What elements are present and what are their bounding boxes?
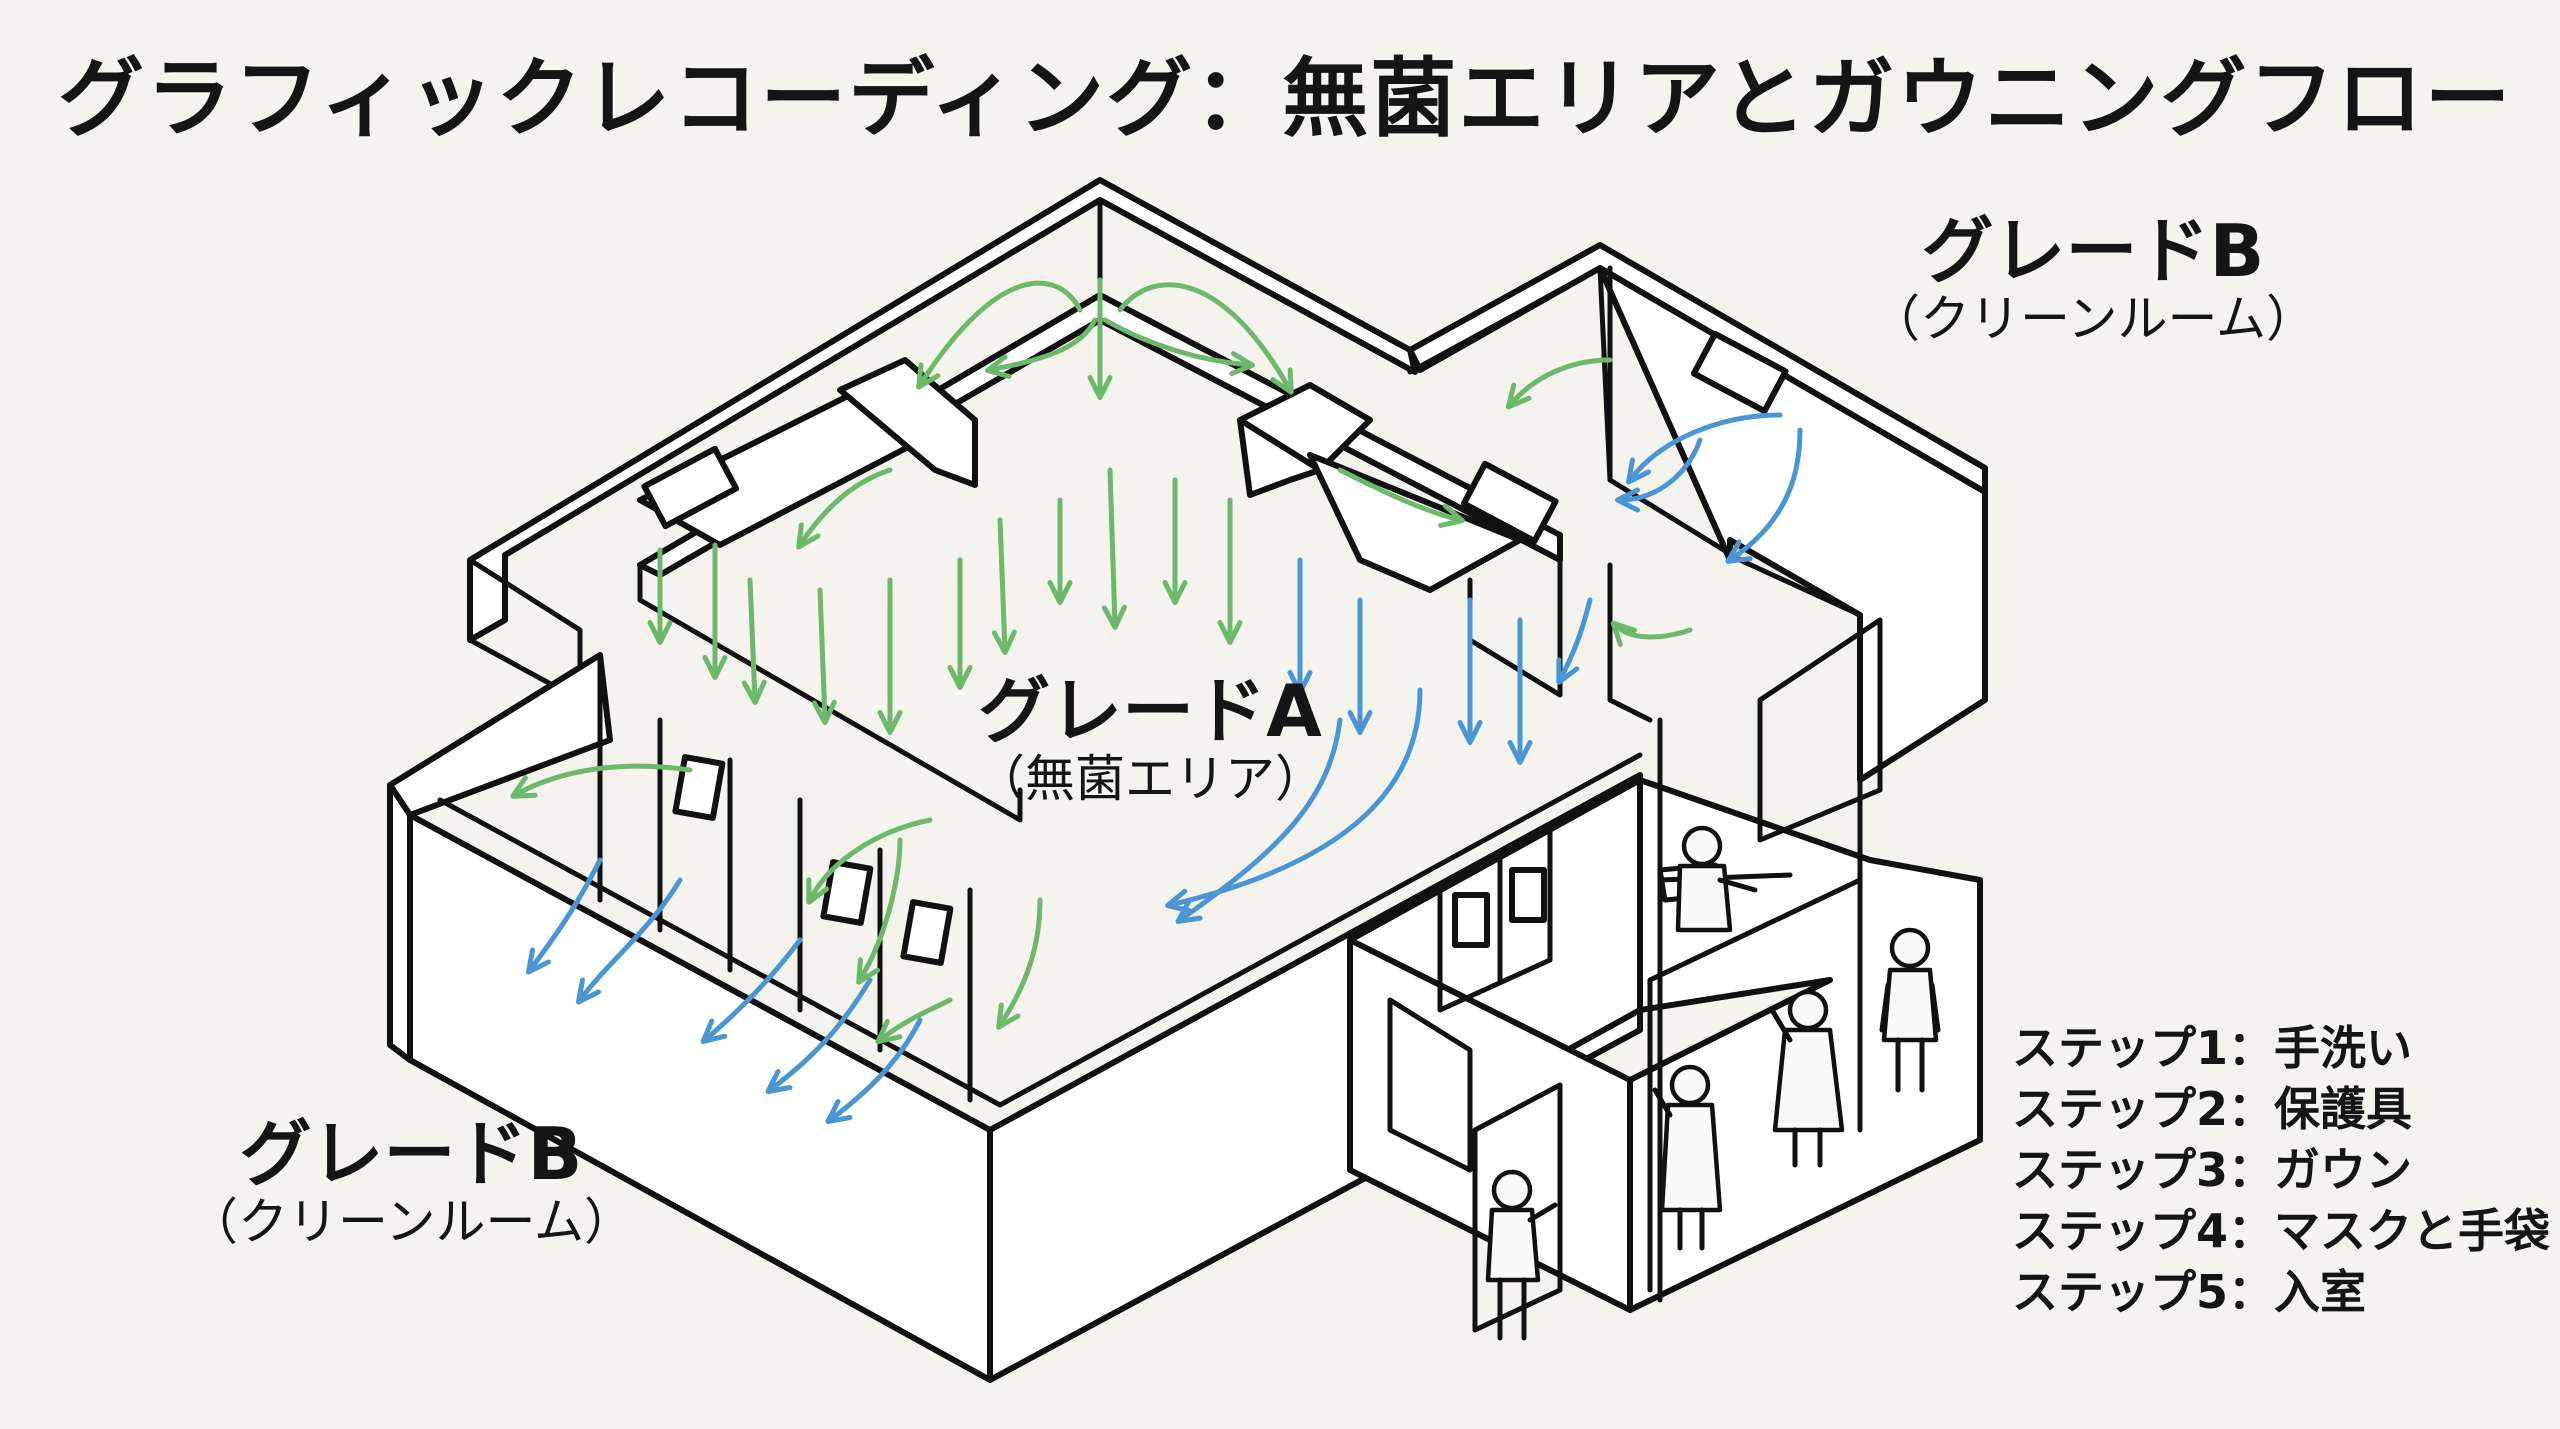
airflow-arrow-green <box>991 517 1017 655</box>
airflow-green-arrows <box>510 277 1693 1045</box>
grade-a-subtitle: （無菌エリア） <box>975 750 1325 809</box>
airflow-arrow-blue <box>526 857 603 975</box>
airflow-arrow-blue <box>825 1017 923 1125</box>
airflow-arrow-blue <box>1175 717 1343 924</box>
airflow-arrow-green <box>996 897 1043 1030</box>
grade-b-right-label: グレードB （クリーンルーム） <box>1870 209 2316 349</box>
airflow-arrow-green <box>806 817 933 905</box>
gowning-steps-list: ステップ1：手洗い ステップ2：保護具 ステップ3：ガウン ステップ4：マスクと… <box>2012 1018 2550 1323</box>
airflow-arrow-blue <box>700 937 803 1045</box>
person-gown <box>1769 989 1845 1168</box>
grade-b-left-label: グレードB （クリーンルーム） <box>188 1112 634 1252</box>
step-5: ステップ5：入室 <box>2012 1265 2367 1319</box>
step-1: ステップ1：手洗い <box>2012 1021 2413 1075</box>
airflow-arrow-blue <box>1556 597 1593 685</box>
airflow-arrow-green <box>1101 467 1127 630</box>
person-mask-gloves <box>1652 1064 1723 1251</box>
person-ppe <box>1879 927 1941 1093</box>
airflow-blue-arrows <box>526 412 1803 1125</box>
airflow-arrow-green <box>1337 467 1465 528</box>
airflow-arrow-green <box>875 997 953 1045</box>
airflow-arrow-green <box>811 587 837 725</box>
grade-b-right-subtitle: （クリーンルーム） <box>1870 290 2316 349</box>
step-3: ステップ3：ガウン <box>2012 1143 2413 1197</box>
step-2: ステップ2：保護具 <box>2012 1082 2413 1136</box>
grade-b-left-subtitle: （クリーンルーム） <box>188 1193 634 1252</box>
airflow-arrow-green <box>510 763 693 799</box>
airflow-arrow-blue <box>575 877 683 1005</box>
airflow-arrow-blue <box>1725 427 1803 564</box>
grade-b-right-name: グレードB <box>1921 209 2265 293</box>
grade-a-label: グレードA （無菌エリア） <box>975 669 1325 809</box>
airflow-arrow-green <box>1610 620 1693 647</box>
airflow-arrow-blue <box>1165 687 1423 914</box>
grade-a-name: グレードA <box>978 669 1322 753</box>
person-entering <box>1485 1169 1558 1341</box>
airflow-arrow-green <box>741 577 767 705</box>
grade-b-left-name: グレードB <box>239 1112 583 1196</box>
airflow-arrow-green <box>1505 357 1613 410</box>
airflow-arrow-green <box>1102 317 1255 377</box>
airflow-arrow-green <box>856 837 903 985</box>
airflow-arrow-blue <box>1625 412 1783 485</box>
airflow-arrow-green <box>1117 282 1294 395</box>
gowning-figures <box>1485 825 1941 1341</box>
airflow-arrow-green <box>985 317 1098 379</box>
person-handwashing <box>1675 825 1758 933</box>
airflow-arrow-green <box>796 467 893 550</box>
airflow-arrow-blue <box>765 977 873 1095</box>
step-4: ステップ4：マスクと手袋 <box>2012 1204 2551 1258</box>
airflow-arrow-blue <box>1615 437 1703 513</box>
airflow-arrow-green <box>916 280 1083 390</box>
page-title: グラフィックレコーディング：無菌エリアとガウニングフロー <box>58 49 2513 149</box>
